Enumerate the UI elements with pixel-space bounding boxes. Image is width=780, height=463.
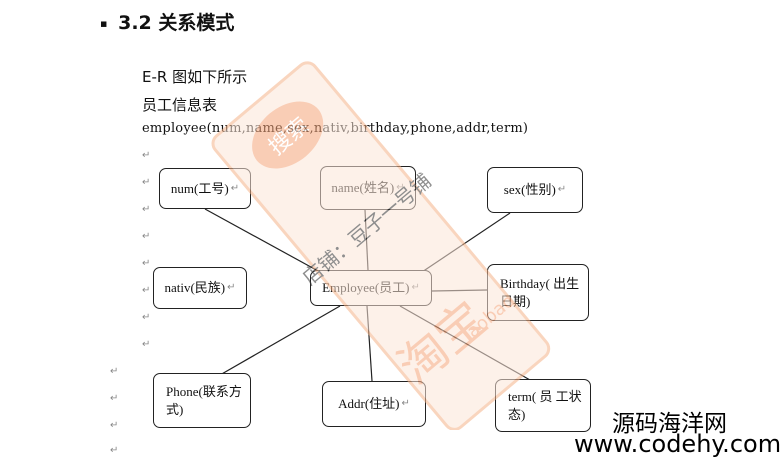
paragraph-mark: ↵	[142, 177, 151, 188]
entity-employee: Employee(员工)↵	[310, 270, 432, 306]
paragraph-mark: ↵	[142, 150, 151, 161]
heading-bullet: ▪	[100, 17, 108, 30]
connector-num	[204, 208, 321, 273]
section-title: 3.2 关系模式	[118, 12, 235, 34]
paragraph-mark: ↵	[142, 204, 151, 215]
entity-term: term( 员 工状态)	[495, 379, 591, 432]
connector-phone	[219, 305, 341, 376]
paragraph-mark: ↵	[110, 420, 119, 431]
paragraph-mark: ↵	[142, 339, 151, 350]
entity-name: name(姓名)↵	[320, 166, 416, 210]
entity-sex: sex(性别)↵	[487, 167, 583, 213]
connector-addr	[366, 305, 373, 382]
paragraph-mark: ↵	[110, 393, 119, 404]
paragraph-mark: ↵	[110, 445, 119, 456]
paragraph-mark: ↵	[142, 285, 151, 296]
paragraph-mark: ↵	[142, 312, 151, 323]
site-url-watermark: www.codehy.com	[574, 430, 780, 458]
site-name-watermark: 源码海洋网	[612, 411, 727, 437]
entity-phone: Phone(联系方式)	[153, 373, 251, 428]
connector-birthday	[431, 289, 488, 292]
paragraph-table-name: 员工信息表	[142, 96, 218, 114]
paragraph-mark: ↵	[142, 258, 151, 269]
entity-nativ: nativ(民族)↵	[153, 267, 247, 309]
entity-birthday: Birthday( 出生日期)	[487, 264, 589, 321]
paragraph-mark: ↵	[110, 366, 119, 377]
entity-addr: Addr(住址)↵	[322, 381, 426, 427]
connector-name	[364, 209, 369, 271]
paragraph-mark: ↵	[142, 231, 151, 242]
entity-num: num(工号)↵	[159, 168, 251, 209]
section-heading: ▪ 3.2 关系模式	[100, 8, 234, 35]
